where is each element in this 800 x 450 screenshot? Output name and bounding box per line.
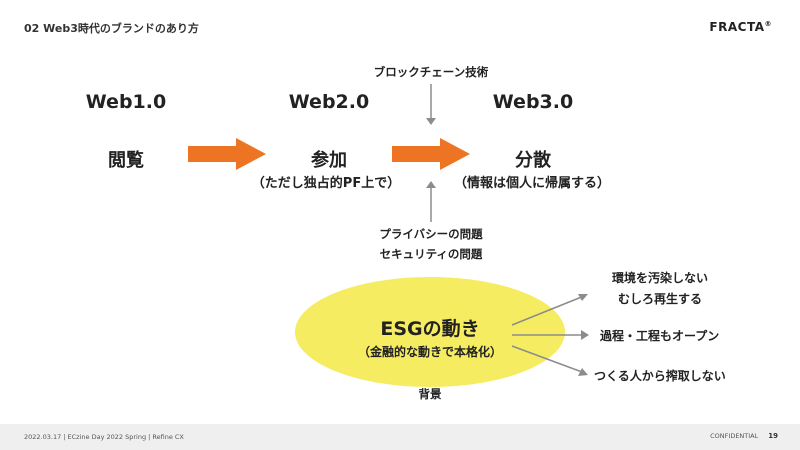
fracta-logo: FRACTA® (709, 20, 772, 34)
arrow-web2-to-web3 (392, 138, 470, 170)
esg-title: ESGの動き (380, 318, 480, 340)
arrow-esg-to-effect-3 (511, 345, 583, 373)
effect-no-exploitation: つくる人から搾取しない (594, 369, 726, 383)
section-title: 02 Web3時代のブランドのあり方 (24, 22, 199, 35)
era-label-web1: Web1.0 (85, 91, 167, 113)
footer-event-info: 2022.03.17 | ECzine Day 2022 Spring | Re… (24, 433, 184, 441)
arrow-tech-down-head (426, 118, 436, 125)
effect-open-process: 過程・工程もオープン (600, 329, 720, 343)
esg-ellipse (295, 277, 565, 387)
detail-web2: （ただし独占的PF上で） (251, 176, 401, 191)
esg-subtitle: （金融的な動きで本格化） (357, 345, 503, 359)
concept-web3: 分散 (515, 150, 551, 171)
arrow-privacy-up-head (426, 181, 436, 188)
footer: 2022.03.17 | ECzine Day 2022 Spring | Re… (0, 424, 800, 450)
era-label-web2: Web2.0 (288, 91, 370, 113)
arrow-web1-to-web2 (188, 138, 266, 170)
era-label-web3: Web3.0 (492, 91, 574, 113)
concept-web2: 参加 (311, 150, 347, 171)
background-label: 背景 (418, 387, 442, 401)
detail-web3: （情報は個人に帰属する） (453, 176, 611, 191)
concept-web1: 閲覧 (108, 150, 144, 171)
effect-environment: 環境を汚染しない むしろ再生する (612, 271, 709, 306)
driver-privacy-security: プライバシーの問題 セキュリティの問題 (379, 227, 483, 261)
arrow-esg-to-effect-1 (511, 295, 585, 326)
page-number: 19 (768, 432, 778, 440)
driver-blockchain: ブロックチェーン技術 (373, 65, 489, 79)
